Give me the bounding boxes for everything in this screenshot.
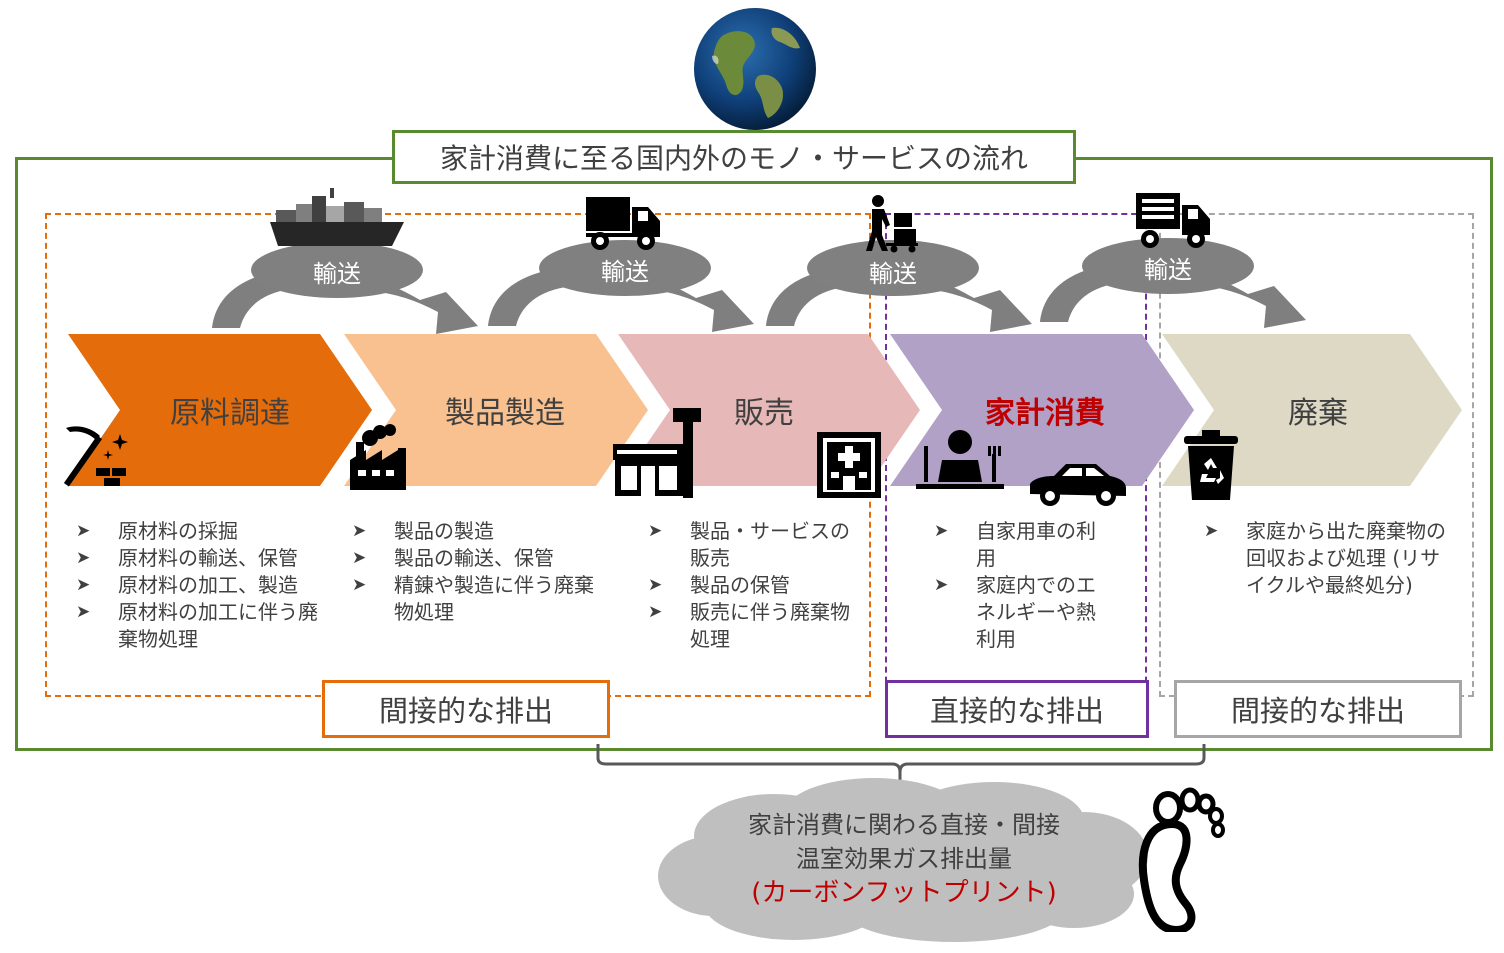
mining-pickaxe-icon xyxy=(63,426,128,487)
diagram-title: 家計消費に至る国内外のモノ・サービスの流れ xyxy=(392,130,1076,184)
bullet-item: 家庭内でのエネルギーや熱利用 xyxy=(928,572,1096,653)
footprint-line3: (カーボンフットプリント) xyxy=(751,878,1057,908)
footprint-icon xyxy=(1138,787,1225,932)
convenience-store-icon xyxy=(613,408,701,498)
bullet-item: 原材料の輸送、保管 xyxy=(70,545,340,572)
bullet-list-retail: 製品・サービスの販売 製品の保管 販売に伴う廃棄物処理 xyxy=(642,518,852,653)
transport-ellipse xyxy=(251,242,423,298)
transport-label: 輸送 xyxy=(313,260,361,288)
stage-label-retail: 販売 xyxy=(734,396,794,431)
footprint-cloud xyxy=(658,778,1148,942)
bullet-item: 家庭から出た廃棄物の回収および処理 (リサイクルや最終処分) xyxy=(1198,518,1446,599)
bullet-list-disposal: 家庭から出た廃棄物の回収および処理 (リサイクルや最終処分) xyxy=(1198,518,1458,599)
footprint-line1: 家計消費に関わる直接・間接 xyxy=(748,811,1060,839)
direct-emission-label: 直接的な排出 xyxy=(885,680,1149,738)
bullet-item: 自家用車の利用 xyxy=(928,518,1096,572)
footprint-text: 家計消費に関わる直接・間接 温室効果ガス排出量 (カーボンフットプリント) xyxy=(694,808,1114,910)
stage-label-raw-materials: 原料調達 xyxy=(170,396,290,431)
chevron-disposal xyxy=(1162,334,1462,486)
cargo-ship-icon xyxy=(270,188,404,246)
stage-chevrons xyxy=(68,334,1462,486)
transport-ellipse xyxy=(1082,238,1254,294)
transport-arrows xyxy=(212,238,1306,334)
recycle-bin-icon xyxy=(1184,430,1238,500)
bullet-item: 製品の製造 xyxy=(346,518,606,545)
bullet-list-raw-materials: 原材料の採掘 原材料の輸送、保管 原材料の加工、製造 原材料の加工に伴う廃棄物処… xyxy=(70,518,340,653)
transport-ellipse xyxy=(807,240,979,296)
chevron-manufacturing xyxy=(344,334,648,486)
stage-label-consumption: 家計消費 xyxy=(985,396,1105,431)
transport-ellipse xyxy=(539,240,711,296)
bullet-list-consumption: 自家用車の利用 家庭内でのエネルギーや熱利用 xyxy=(928,518,1108,653)
bullet-item: 原材料の加工に伴う廃棄物処理 xyxy=(70,599,318,653)
bullet-item: 原材料の採掘 xyxy=(70,518,340,545)
bullet-item: 精錬や製造に伴う廃棄物処理 xyxy=(346,572,594,626)
hospital-icon xyxy=(817,432,881,498)
bullet-item: 販売に伴う廃棄物処理 xyxy=(642,599,850,653)
delivery-truck-icon xyxy=(1136,193,1210,248)
truck-icon xyxy=(586,197,660,250)
transport-label: 輸送 xyxy=(601,258,649,286)
bullet-item: 製品の保管 xyxy=(642,572,852,599)
bullet-item: 製品の輸送、保管 xyxy=(346,545,606,572)
consumer-dining-icon xyxy=(916,430,1004,489)
transport-label: 輸送 xyxy=(1144,256,1192,284)
indirect-emission-downstream-label: 間接的な排出 xyxy=(1174,680,1462,738)
indirect-emission-upstream-label: 間接的な排出 xyxy=(322,680,610,738)
grouping-brace xyxy=(596,744,1206,780)
hand-cart-icon xyxy=(866,195,918,253)
car-icon xyxy=(1030,464,1126,506)
stage-label-manufacturing: 製品製造 xyxy=(445,396,565,431)
footprint-line2: 温室効果ガス排出量 xyxy=(796,845,1012,873)
transport-label: 輸送 xyxy=(869,260,917,288)
stage-label-disposal: 廃棄 xyxy=(1288,396,1348,431)
factory-icon xyxy=(350,424,406,490)
bullet-item: 製品・サービスの販売 xyxy=(642,518,850,572)
globe-icon xyxy=(694,8,816,130)
bullet-list-manufacturing: 製品の製造 製品の輸送、保管 精錬や製造に伴う廃棄物処理 xyxy=(346,518,606,626)
chevron-raw-materials xyxy=(68,334,372,486)
bullet-item: 原材料の加工、製造 xyxy=(70,572,340,599)
